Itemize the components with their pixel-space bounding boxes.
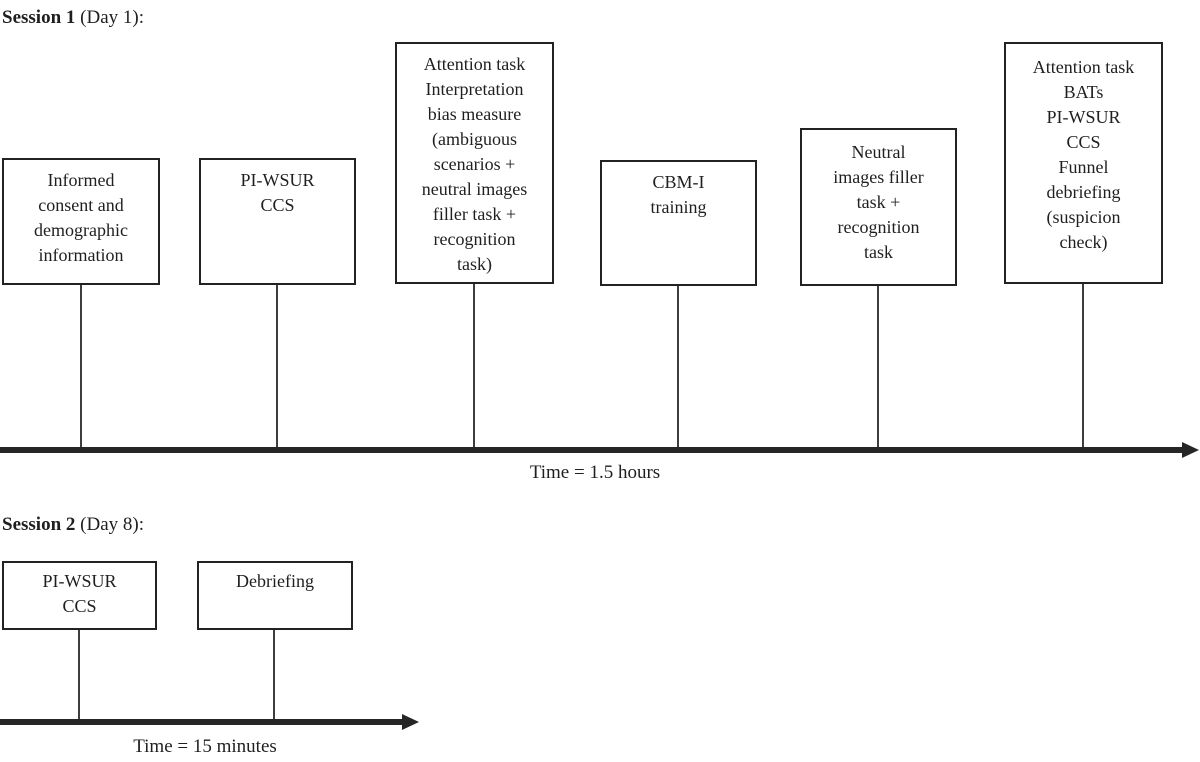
session1-title-bold: Session 1 xyxy=(2,7,76,28)
session2-connector-2 xyxy=(273,630,275,720)
session2-timeline-arrowhead-icon xyxy=(402,714,419,730)
session1-title: Session 1 (Day 1): xyxy=(2,6,144,30)
session2-title: Session 2 (Day 8): xyxy=(2,513,144,537)
session2-connector-1 xyxy=(78,630,80,720)
session1-box-posttest-debrief: Attention task BATs PI-WSUR CCS Funnel d… xyxy=(1004,42,1163,284)
session1-box-piwsur-ccs: PI-WSUR CCS xyxy=(199,158,356,285)
session1-time-label: Time = 1.5 hours xyxy=(529,462,661,483)
session1-title-rest: (Day 1): xyxy=(75,7,144,28)
session2-box-piwsur-ccs: PI-WSUR CCS xyxy=(2,561,157,630)
session1-connector-1 xyxy=(80,285,82,448)
session1-timeline-arrowhead-icon xyxy=(1182,442,1199,458)
session1-box-cbmi-training: CBM-I training xyxy=(600,160,757,286)
session1-connector-5 xyxy=(877,286,879,448)
session1-timeline-arrow xyxy=(0,447,1182,453)
session2-time-label: Time = 15 minutes xyxy=(133,736,277,757)
session1-connector-6 xyxy=(1082,284,1084,448)
session2-timeline-arrow xyxy=(0,719,402,725)
session1-box-attention-interpretation: Attention task Interpretation bias measu… xyxy=(395,42,554,284)
session1-box-informed-consent: Informed consent and demographic informa… xyxy=(2,158,160,285)
session2-title-rest: (Day 8): xyxy=(75,514,144,535)
session2-title-bold: Session 2 xyxy=(2,514,76,535)
session1-connector-4 xyxy=(677,286,679,448)
session2-box-debriefing: Debriefing xyxy=(197,561,353,630)
session1-box-neutral-filler: Neutral images filler task + recognition… xyxy=(800,128,957,286)
session1-connector-3 xyxy=(473,284,475,448)
session1-connector-2 xyxy=(276,285,278,448)
